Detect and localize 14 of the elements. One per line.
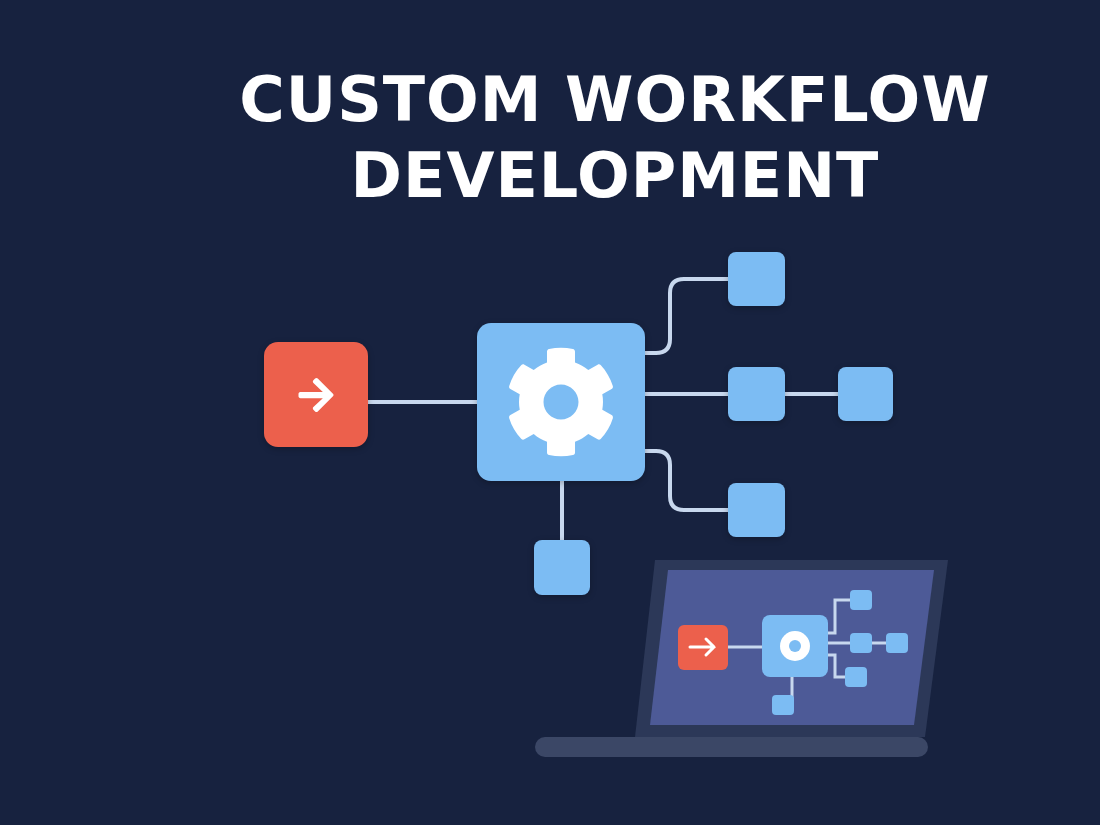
- connector-line: [645, 449, 728, 512]
- connector-line: [645, 277, 728, 355]
- process-box: [477, 323, 645, 481]
- title: CUSTOM WORKFLOW DEVELOPMENT: [238, 62, 992, 214]
- node-box: [728, 252, 785, 306]
- connector-line: [560, 481, 564, 540]
- node-box: [534, 540, 590, 595]
- connector-line: [368, 400, 477, 404]
- start-box: [264, 342, 368, 447]
- connector-line: [785, 392, 838, 396]
- node-box: [728, 483, 785, 537]
- node-box: [838, 367, 893, 421]
- node-box: [728, 367, 785, 421]
- connector-line: [645, 392, 728, 396]
